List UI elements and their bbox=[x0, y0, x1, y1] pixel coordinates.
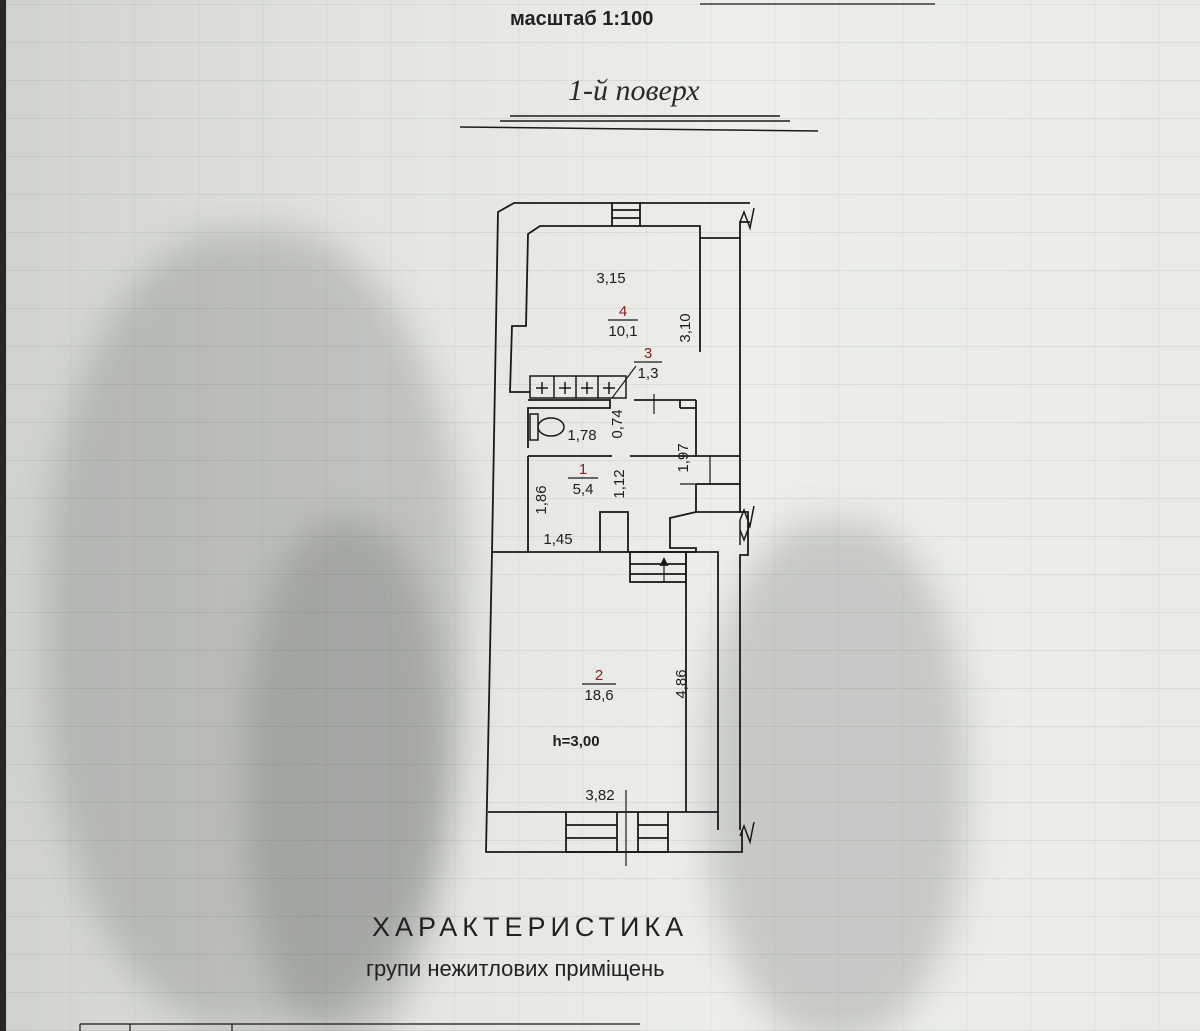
svg-text:18,6: 18,6 bbox=[584, 687, 613, 704]
floor-title: 1-й поверх bbox=[568, 74, 700, 107]
dimension-1-45: 1,45 bbox=[543, 531, 572, 548]
svg-text:1,3: 1,3 bbox=[638, 365, 659, 382]
title-underline bbox=[459, 115, 819, 132]
dimension-3-10: 3,10 bbox=[677, 313, 694, 342]
shadow-right bbox=[706, 520, 966, 1031]
dimension-3-82: 3,82 bbox=[585, 787, 614, 804]
svg-text:4: 4 bbox=[619, 303, 627, 320]
characteristics-subheading: групи нежитлових приміщень bbox=[366, 956, 665, 981]
dimension-1-78: 1,78 bbox=[567, 427, 596, 444]
dimension-1-12: 1,12 bbox=[611, 469, 628, 498]
room-4-label: 4 10,1 bbox=[608, 303, 638, 340]
characteristics-heading: ХАРАКТЕРИСТИКА bbox=[372, 912, 689, 942]
room-3-label: 3 1,3 bbox=[634, 345, 662, 382]
svg-text:10,1: 10,1 bbox=[608, 323, 637, 340]
room-2-label: 2 18,6 bbox=[582, 667, 616, 704]
dimension-1-86: 1,86 bbox=[533, 485, 550, 514]
shadow-left bbox=[46, 230, 466, 1030]
scale-label: масштаб 1:100 bbox=[510, 8, 654, 30]
svg-text:1: 1 bbox=[579, 461, 587, 478]
svg-text:5,4: 5,4 bbox=[573, 481, 594, 498]
drawing-sheet bbox=[6, 0, 1200, 1031]
table-top-edge bbox=[79, 1023, 640, 1031]
fixtures-row bbox=[529, 365, 637, 399]
background-grid bbox=[6, 0, 1200, 1031]
room-1-label: 1 5,4 bbox=[568, 461, 598, 498]
dimension-1-97: 1,97 bbox=[675, 443, 692, 472]
svg-text:2: 2 bbox=[595, 667, 603, 684]
dimension-0-74: 0,74 bbox=[609, 409, 626, 438]
dimension-4-86: 4,86 bbox=[673, 669, 690, 698]
wall-break-marks bbox=[739, 207, 755, 845]
dimension-3-15: 3,15 bbox=[596, 270, 625, 287]
exterior-walls bbox=[485, 202, 750, 866]
toilet-icon bbox=[529, 413, 565, 441]
svg-text:3: 3 bbox=[644, 345, 652, 362]
ceiling-height: h=3,00 bbox=[552, 733, 599, 750]
shadow-middle bbox=[246, 520, 446, 1031]
